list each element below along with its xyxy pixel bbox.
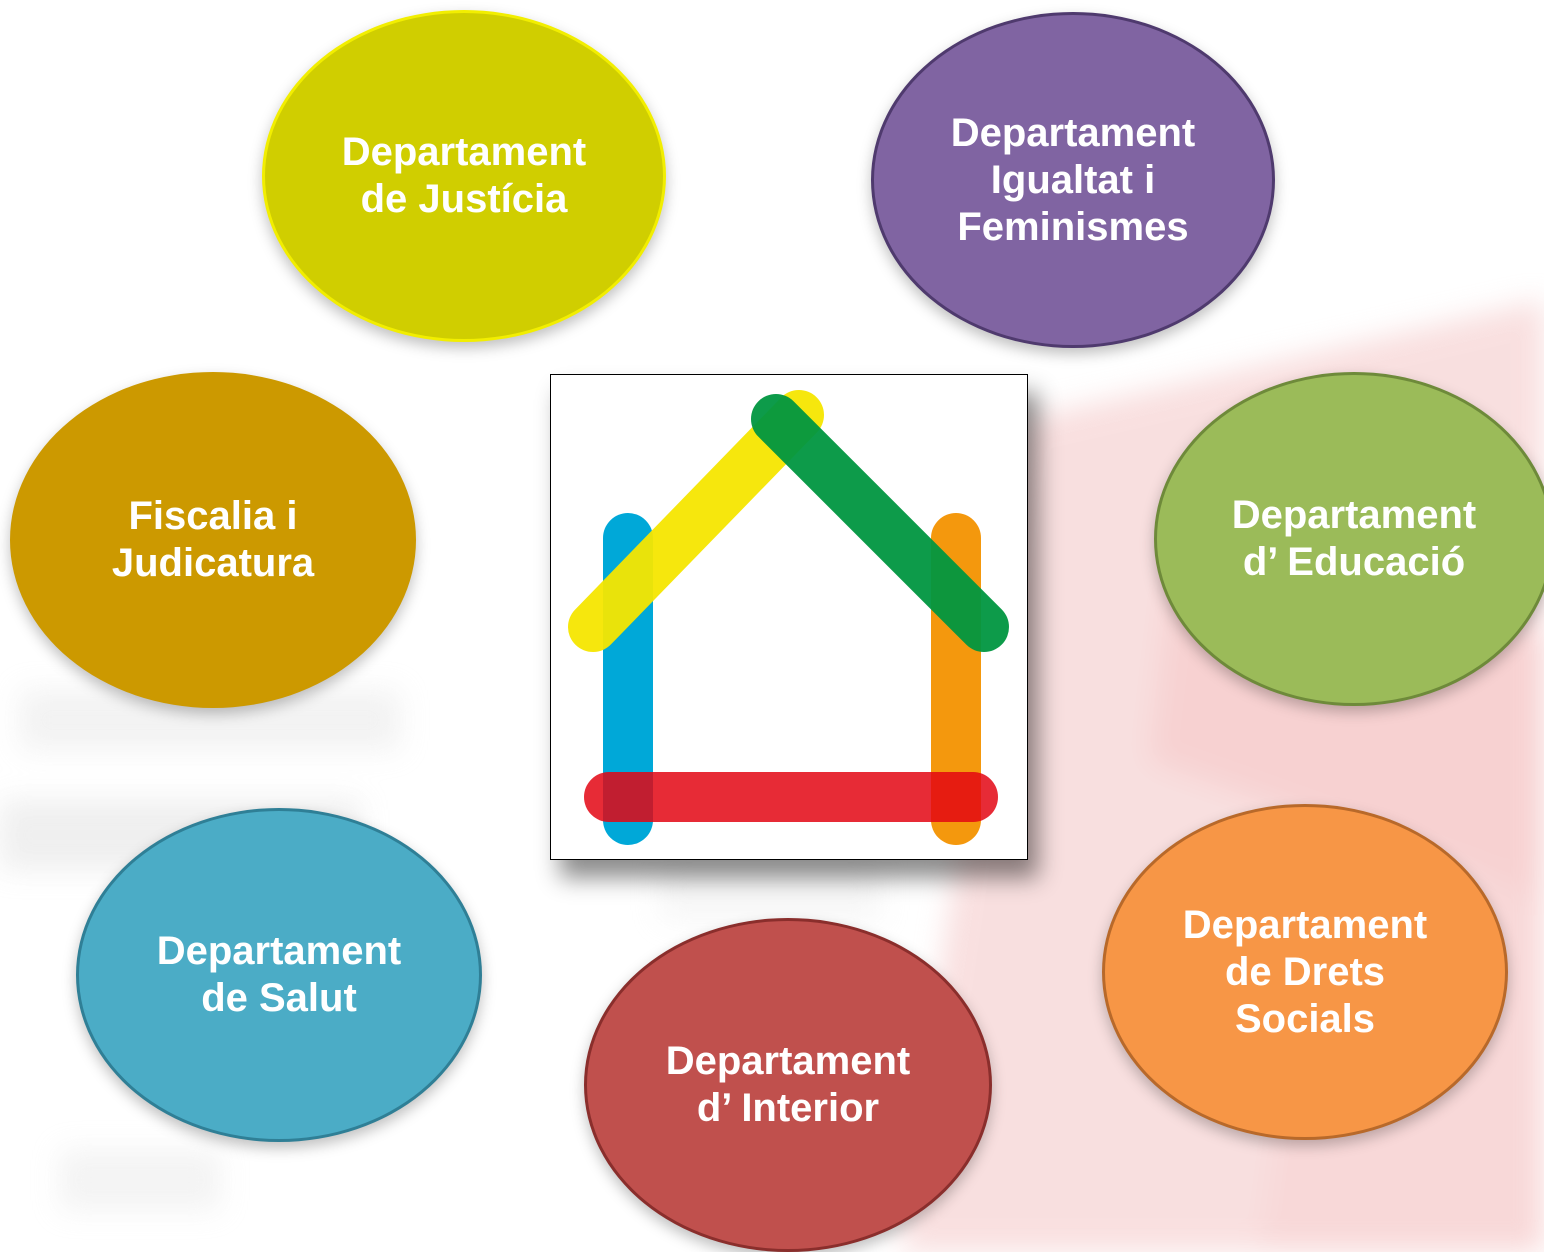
department-interior-label: Departament d’ Interior bbox=[665, 1039, 911, 1130]
logo-green-stroke bbox=[751, 394, 1009, 652]
fiscalia-judicatura-bubble: Fiscalia i Judicatura bbox=[10, 372, 416, 708]
department-salut-bubble: Departament de Salut bbox=[76, 808, 482, 1142]
department-igualtat-feminismes-bubble: Departament Igualtat i Feminismes bbox=[871, 12, 1275, 348]
department-interior-bubble: Departament d’ Interior bbox=[584, 918, 992, 1252]
department-educacio-label: Departament d’ Educació bbox=[1231, 493, 1477, 584]
department-salut-label: Departament de Salut bbox=[156, 929, 402, 1020]
logo-yellow-stroke bbox=[568, 390, 824, 652]
department-drets-socials-label: Departament de Drets Socials bbox=[1182, 902, 1428, 1041]
fiscalia-judicatura-label: Fiscalia i Judicatura bbox=[111, 494, 315, 585]
house-logo-frame bbox=[550, 374, 1028, 860]
department-justicia-label: Departament de Justícia bbox=[341, 130, 587, 221]
department-igualtat-feminismes-label: Departament Igualtat i Feminismes bbox=[950, 110, 1196, 249]
department-justicia-bubble: Departament de Justícia bbox=[262, 10, 666, 342]
house-logo-icon bbox=[568, 390, 1009, 845]
department-educacio-bubble: Departament d’ Educació bbox=[1154, 372, 1544, 706]
department-drets-socials-bubble: Departament de Drets Socials bbox=[1102, 804, 1508, 1140]
